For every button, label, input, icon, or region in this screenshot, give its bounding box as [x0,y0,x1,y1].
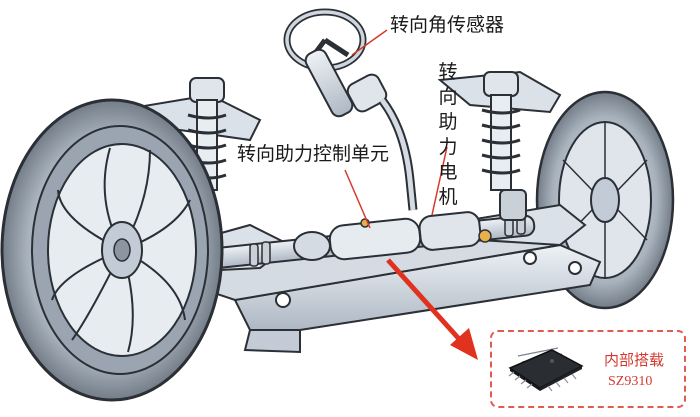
chip-model: SZ9310 [608,374,652,390]
label-steering-angle-sensor: 转向角传感器 [390,16,504,35]
label-assist-motor: 转向助力电机 [437,60,459,210]
leader-assist-control-unit [345,170,370,228]
left-wheel [2,100,222,400]
callout-title: 内部搭载 [604,349,664,370]
chip-callout: 内部搭载 SZ9310 [490,330,686,408]
label-assist-control-unit: 转向助力控制单元 [237,145,389,164]
chip-icon [500,336,590,406]
leader-steering-angle-sensor [352,30,387,55]
